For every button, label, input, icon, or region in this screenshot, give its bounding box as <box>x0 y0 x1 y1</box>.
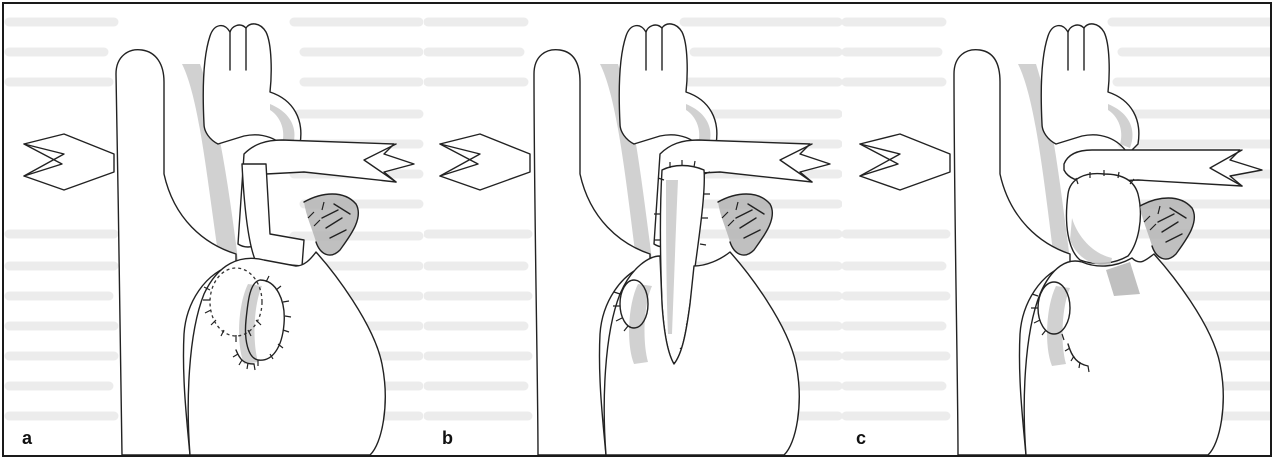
pulmonary-artery-left <box>440 134 530 190</box>
panel-b-illustration <box>424 4 842 455</box>
panel-a-illustration <box>4 4 424 455</box>
panel-label-a: a <box>22 428 32 449</box>
panel-a: a <box>4 4 424 455</box>
pulmonary-artery-left <box>860 134 950 190</box>
pulmonary-artery-left <box>24 134 114 190</box>
panel-b: b <box>424 4 842 455</box>
panel-c: c <box>842 4 1272 455</box>
patch-flap <box>242 164 304 266</box>
figure-frame: a <box>2 2 1272 457</box>
panel-c-illustration <box>842 4 1272 455</box>
panel-label-b: b <box>442 428 453 449</box>
panel-label-c: c <box>856 428 866 449</box>
heart-outline <box>188 252 385 455</box>
